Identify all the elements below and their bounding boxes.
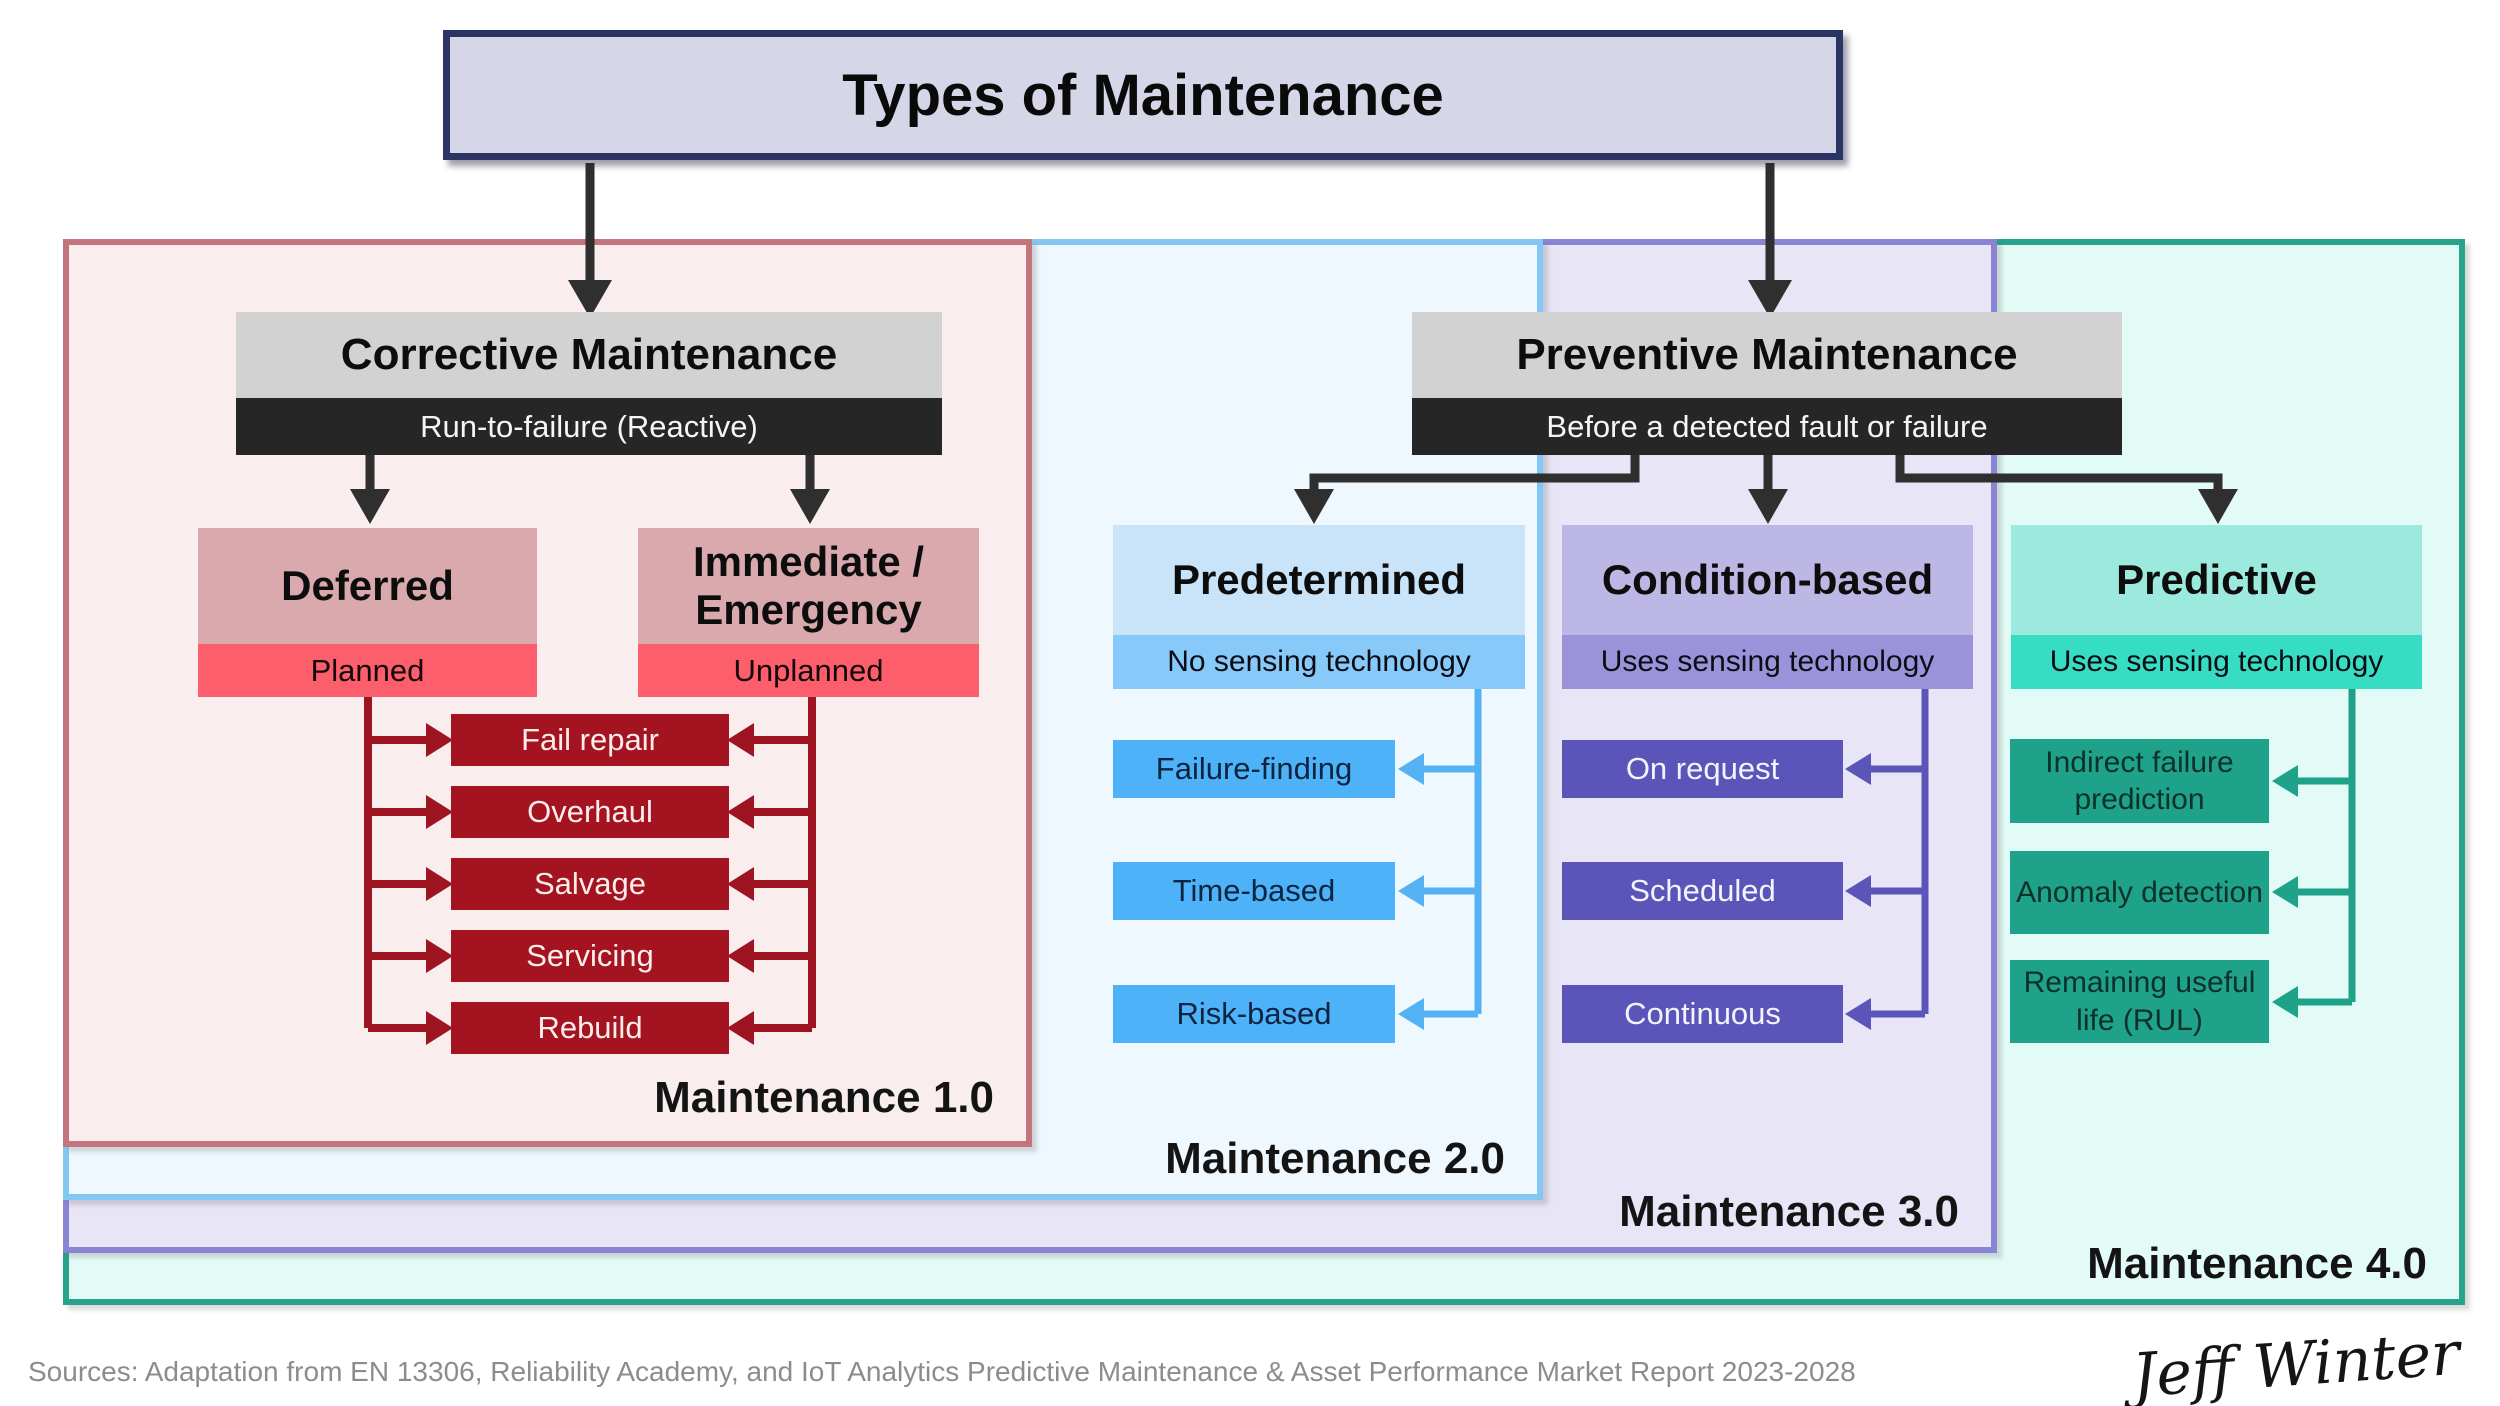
corrective-maintenance-header: Corrective Maintenance <box>236 312 942 398</box>
preventive-maintenance-header: Preventive Maintenance <box>1412 312 2122 398</box>
corrective-maintenance-subtitle: Run-to-failure (Reactive) <box>236 398 942 455</box>
item-text: Failure-finding <box>1155 751 1353 786</box>
item-remaining-useful-life: Remaining useful life (RUL) <box>2010 960 2269 1043</box>
predetermined-header: Predetermined <box>1113 525 1525 635</box>
label-maintenance-3-0: Maintenance 3.0 <box>1619 1187 1959 1236</box>
item-text: Time-based <box>1172 873 1336 908</box>
label-maintenance-4-0: Maintenance 4.0 <box>2087 1239 2427 1288</box>
predictive-header: Predictive <box>2011 525 2422 635</box>
deferred-box: Deferred <box>198 528 537 644</box>
corrective-subtitle-text: Run-to-failure (Reactive) <box>420 408 758 444</box>
label-maintenance-2-0: Maintenance 2.0 <box>1165 1134 1505 1183</box>
activity-rebuild: Rebuild <box>451 1002 729 1054</box>
activity-text: Fail repair <box>521 722 659 757</box>
preventive-title-text: Preventive Maintenance <box>1516 330 2018 379</box>
activity-text: Salvage <box>533 866 647 901</box>
predetermined-subtitle: No sensing technology <box>1113 635 1525 689</box>
diagram-title: Types of Maintenance <box>443 30 1843 160</box>
activity-text: Rebuild <box>537 1010 643 1045</box>
item-time-based: Time-based <box>1113 862 1395 920</box>
activity-text: Overhaul <box>527 794 653 829</box>
item-failure-finding: Failure-finding <box>1113 740 1395 798</box>
predetermined-title-text: Predetermined <box>1171 556 1467 603</box>
deferred-tag-text: Planned <box>310 652 425 688</box>
immediate-tag: Unplanned <box>638 644 979 697</box>
item-text: On request <box>1625 751 1780 786</box>
item-text: Scheduled <box>1629 873 1776 908</box>
condition-based-subtitle: Uses sensing technology <box>1562 635 1973 689</box>
immediate-title-text: Immediate / Emergency <box>692 537 925 633</box>
predictive-title-text: Predictive <box>2116 556 2317 603</box>
condition-subtitle-text: Uses sensing technology <box>1600 645 1935 678</box>
item-text: Indirect failure prediction <box>2045 745 2234 817</box>
immediate-tag-text: Unplanned <box>733 652 884 688</box>
condition-based-header: Condition-based <box>1562 525 1973 635</box>
deferred-title-text: Deferred <box>281 561 454 609</box>
item-anomaly-detection: Anomaly detection <box>2010 851 2269 934</box>
item-indirect-failure-prediction: Indirect failure prediction <box>2010 739 2269 823</box>
item-text: Anomaly detection <box>2016 875 2263 909</box>
signature: Jeff Winter <box>2130 1318 2463 1406</box>
immediate-emergency-box: Immediate / Emergency <box>638 528 979 644</box>
item-risk-based: Risk-based <box>1113 985 1395 1043</box>
activity-fail-repair: Fail repair <box>451 714 729 766</box>
activity-text: Servicing <box>526 938 654 973</box>
predetermined-subtitle-text: No sensing technology <box>1167 645 1471 678</box>
diagram-title-text: Types of Maintenance <box>842 62 1444 128</box>
item-text: Risk-based <box>1176 996 1332 1031</box>
item-on-request: On request <box>1562 740 1843 798</box>
predictive-subtitle-text: Uses sensing technology <box>2049 645 2384 678</box>
activity-overhaul: Overhaul <box>451 786 729 838</box>
preventive-maintenance-subtitle: Before a detected fault or failure <box>1412 398 2122 455</box>
activity-servicing: Servicing <box>451 930 729 982</box>
preventive-subtitle-text: Before a detected fault or failure <box>1546 408 1988 444</box>
item-text: Remaining useful life (RUL) <box>2023 966 2256 1037</box>
predictive-subtitle: Uses sensing technology <box>2011 635 2422 689</box>
label-maintenance-1-0: Maintenance 1.0 <box>654 1073 994 1122</box>
corrective-title-text: Corrective Maintenance <box>340 330 838 379</box>
sources-note: Sources: Adaptation from EN 13306, Relia… <box>28 1356 1856 1387</box>
item-scheduled: Scheduled <box>1562 862 1843 920</box>
item-text: Continuous <box>1624 996 1781 1031</box>
item-continuous: Continuous <box>1562 985 1843 1043</box>
deferred-tag: Planned <box>198 644 537 697</box>
activity-salvage: Salvage <box>451 858 729 910</box>
condition-title-text: Condition-based <box>1601 556 1934 603</box>
